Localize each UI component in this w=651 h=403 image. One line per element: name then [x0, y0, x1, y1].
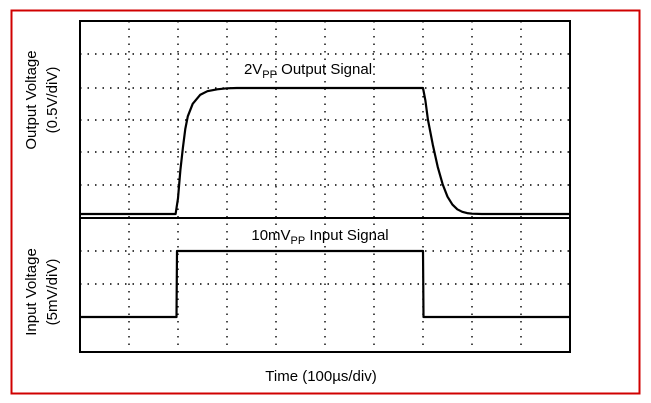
x-axis-label: Time (100µs/div)	[265, 368, 376, 385]
output-title: 2VPP Output Signal	[244, 61, 372, 81]
traces	[80, 86, 570, 319]
input-title: 10mVPP Input Signal	[251, 227, 388, 247]
input-ylabel-line2: (5mV/diV)	[44, 259, 61, 326]
outer-frame	[10, 9, 641, 395]
output-signal-trace	[80, 86, 570, 216]
input-ylabel-line1: Input Voltage	[23, 248, 40, 336]
output-ylabel-line1: Output Voltage	[23, 50, 40, 149]
input-signal-trace	[80, 249, 570, 319]
output-ylabel-line2: (0.5V/diV)	[44, 67, 61, 134]
